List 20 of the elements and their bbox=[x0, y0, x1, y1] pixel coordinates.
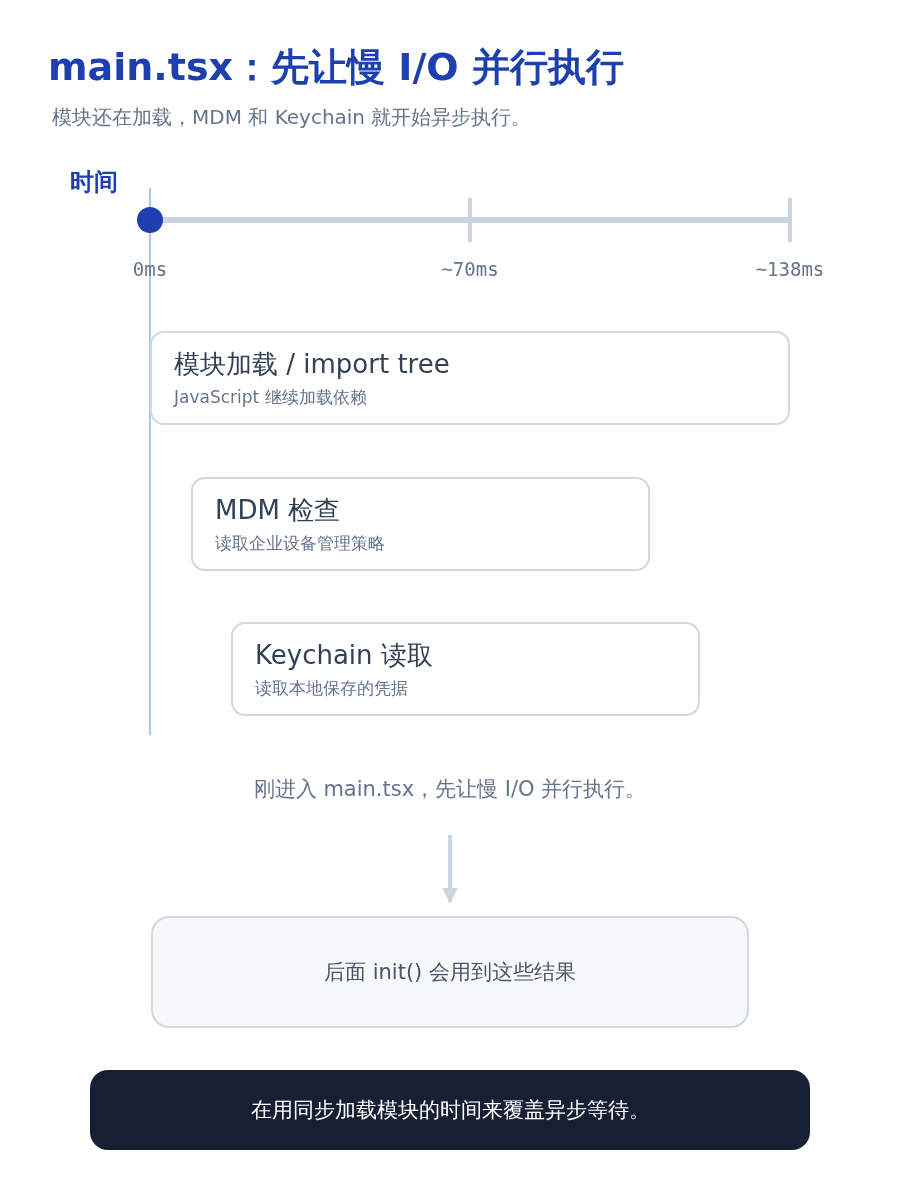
task-title: MDM 检查 bbox=[215, 494, 342, 527]
task-card bbox=[191, 477, 650, 571]
task-description: JavaScript 继续加载依赖 bbox=[174, 386, 368, 409]
task-title: 模块加载 / import tree bbox=[174, 348, 451, 381]
note-text: 刚进入 main.tsx，先让慢 I/O 并行执行。 bbox=[252, 776, 648, 803]
arrow bbox=[442, 835, 458, 904]
task-card bbox=[150, 331, 790, 425]
tick-label: ~138ms bbox=[755, 258, 825, 280]
task-card bbox=[231, 622, 700, 716]
summary-text: 在用同步加载模块的时间来覆盖异步等待。 bbox=[250, 1097, 650, 1124]
task-title: Keychain 读取 bbox=[255, 639, 434, 672]
tick-label: ~70ms bbox=[441, 258, 499, 280]
task-description: 读取本地保存的凭据 bbox=[255, 677, 409, 700]
result-box bbox=[151, 916, 749, 1028]
summary-banner bbox=[90, 1070, 810, 1150]
subtitle: 模块还在加载，MDM 和 Keychain 就开始异步执行。 bbox=[52, 104, 532, 131]
result-text: 后面 init() 会用到这些结果 bbox=[324, 959, 576, 986]
title: main.tsx：先让慢 I/O 并行执行 bbox=[48, 44, 624, 91]
axis-title: 时间 bbox=[70, 167, 118, 198]
task-description: 读取企业设备管理策略 bbox=[215, 532, 386, 555]
